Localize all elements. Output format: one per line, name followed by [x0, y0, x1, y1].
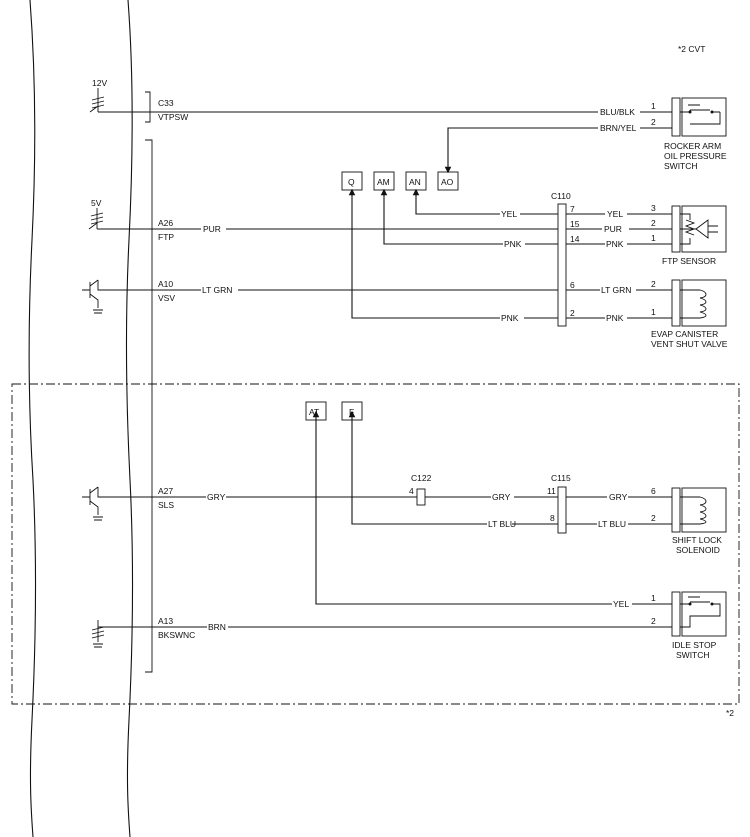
wire-gry-right: GRY — [609, 492, 628, 502]
pin-vtpsw: VTPSW — [158, 112, 188, 122]
wire-yel-left: YEL — [501, 209, 517, 219]
conn-c115: C115 — [551, 473, 571, 483]
evap-canister-vent-shut-valve: 2 1 EVAP CANISTER VENT SHUT VALVE — [651, 279, 728, 349]
wire-brn-yel: BRN/YEL — [600, 123, 637, 133]
c110-pin-7: 7 — [570, 204, 575, 214]
evap-pin-2: 2 — [651, 279, 656, 289]
inline-connectors: C110 7 15 14 6 2 C122 4 C115 11 8 — [409, 191, 580, 534]
pin-a27: A27 — [158, 486, 173, 496]
rocker-arm-oil-pressure-switch: 1 2 ROCKER ARM OIL PRESSURE SWITCH — [651, 97, 727, 171]
wire-gry-left: GRY — [207, 492, 226, 502]
wire-lt-blu-right: LT BLU — [598, 519, 626, 529]
c122-pin-4: 4 — [409, 486, 414, 496]
shift-label-1: SHIFT LOCK — [672, 535, 722, 545]
ftp-label: FTP SENSOR — [662, 256, 716, 266]
c110-pin-15: 15 — [570, 219, 580, 229]
ftp-pin-3: 3 — [651, 203, 656, 213]
ecm-supply-5v: 5V — [88, 198, 150, 230]
pin-bkswnc: BKSWNC — [158, 630, 195, 640]
ref-ao: AO — [441, 177, 454, 187]
c110-pin-2: 2 — [570, 308, 575, 318]
wire-lt-blu-left: LT BLU — [488, 519, 516, 529]
reference-boxes: Q AM AN AO AT F — [305, 171, 459, 421]
ecm-input-bkswnc — [91, 620, 150, 648]
supply-5v-label: 5V — [91, 198, 102, 208]
evap-pin-1: 1 — [651, 307, 656, 317]
c110-pin-6: 6 — [570, 280, 575, 290]
idle-label-1: IDLE STOP — [672, 640, 717, 650]
conn-c122: C122 — [411, 473, 432, 483]
wire-lt-grn-left: LT GRN — [202, 285, 232, 295]
ecm-transistor-vsv — [82, 279, 150, 314]
ecm-pin-labels: C33 VTPSW A26 FTP A10 VSV A27 SLS A13 BK… — [158, 98, 195, 640]
shift-pin-6: 6 — [651, 486, 656, 496]
wire-pnk-evap-left: PNK — [501, 313, 519, 323]
c110-pin-14: 14 — [570, 234, 580, 244]
rocker-pin-1: 1 — [651, 101, 656, 111]
note-bottom: *2 — [726, 708, 734, 718]
wire-blu-blk: BLU/BLK — [600, 107, 635, 117]
wire-gry-mid: GRY — [492, 492, 511, 502]
idle-pin-1: 1 — [651, 593, 656, 603]
wire-pnk-ftp-left: PNK — [504, 239, 522, 249]
wire-brn: BRN — [208, 622, 226, 632]
ftp-pin-1: 1 — [651, 233, 656, 243]
pin-c33: C33 — [158, 98, 174, 108]
wire-yel-right: YEL — [607, 209, 623, 219]
evap-label-1: EVAP CANISTER — [651, 329, 718, 339]
rocker-pin-2: 2 — [651, 117, 656, 127]
ftp-sensor: 3 2 1 FTP SENSOR — [651, 203, 727, 266]
evap-label-2: VENT SHUT VALVE — [651, 339, 728, 349]
ftp-pin-2: 2 — [651, 218, 656, 228]
wire-pnk-evap-right: PNK — [606, 313, 624, 323]
rocker-label-2: OIL PRESSURE — [664, 151, 727, 161]
pin-vsv: VSV — [158, 293, 175, 303]
rocker-label-3: SWITCH — [664, 161, 698, 171]
wire-lt-grn-right: LT GRN — [601, 285, 631, 295]
shift-label-2: SOLENOID — [676, 545, 720, 555]
pin-a26: A26 — [158, 218, 173, 228]
ref-f: F — [349, 407, 354, 417]
wires: BLU/BLK BRN/YEL PUR PUR YEL YEL PNK PNK … — [150, 107, 672, 632]
conn-c110: C110 — [551, 191, 571, 201]
c115-pin-8: 8 — [550, 513, 555, 523]
rocker-label-1: ROCKER ARM — [664, 141, 721, 151]
pin-sls: SLS — [158, 500, 174, 510]
idle-pin-2: 2 — [651, 616, 656, 626]
ref-at: AT — [309, 407, 319, 417]
ecm-supply-12v: 12V — [89, 78, 150, 113]
idle-stop-switch: 1 2 IDLE STOP SWITCH — [651, 591, 727, 660]
pin-ftp: FTP — [158, 232, 174, 242]
note-top: *2 CVT — [678, 44, 705, 54]
ecm-body — [28, 0, 153, 837]
cvt-region — [11, 383, 740, 705]
ref-an: AN — [409, 177, 421, 187]
shift-pin-2: 2 — [651, 513, 656, 523]
wire-pnk-ftp-right: PNK — [606, 239, 624, 249]
wire-pur-left: PUR — [203, 224, 221, 234]
c115-pin-11: 11 — [547, 486, 556, 496]
pin-a13: A13 — [158, 616, 173, 626]
idle-label-2: SWITCH — [676, 650, 710, 660]
shift-lock-solenoid: 6 2 SHIFT LOCK SOLENOID — [651, 486, 727, 555]
ecm-transistor-sls — [82, 486, 150, 521]
ref-q: Q — [348, 177, 355, 187]
ref-am: AM — [377, 177, 390, 187]
supply-12v-label: 12V — [92, 78, 107, 88]
wire-yel-idle: YEL — [613, 599, 629, 609]
wire-pur-right: PUR — [604, 224, 622, 234]
pin-a10: A10 — [158, 279, 173, 289]
